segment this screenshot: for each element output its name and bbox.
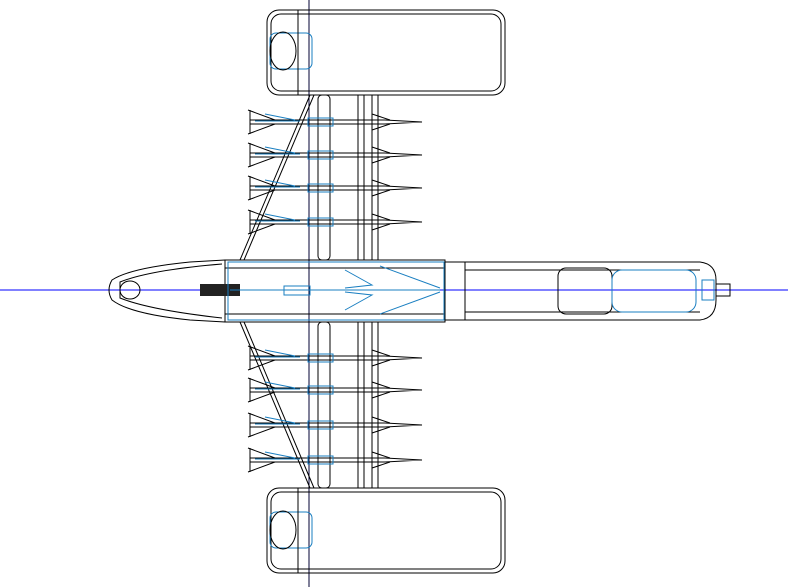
missile-group[interactable] xyxy=(247,109,423,473)
missile[interactable] xyxy=(247,447,423,473)
missile[interactable] xyxy=(247,345,423,371)
top-wing-pod[interactable] xyxy=(266,9,506,96)
missile[interactable] xyxy=(247,412,423,438)
missile[interactable] xyxy=(247,209,423,235)
missile[interactable] xyxy=(247,142,423,168)
fuselage[interactable] xyxy=(108,259,731,323)
missile[interactable] xyxy=(247,109,423,135)
missile[interactable] xyxy=(247,175,423,201)
bottom-wing-pod[interactable] xyxy=(266,487,506,574)
missile[interactable] xyxy=(247,377,423,403)
